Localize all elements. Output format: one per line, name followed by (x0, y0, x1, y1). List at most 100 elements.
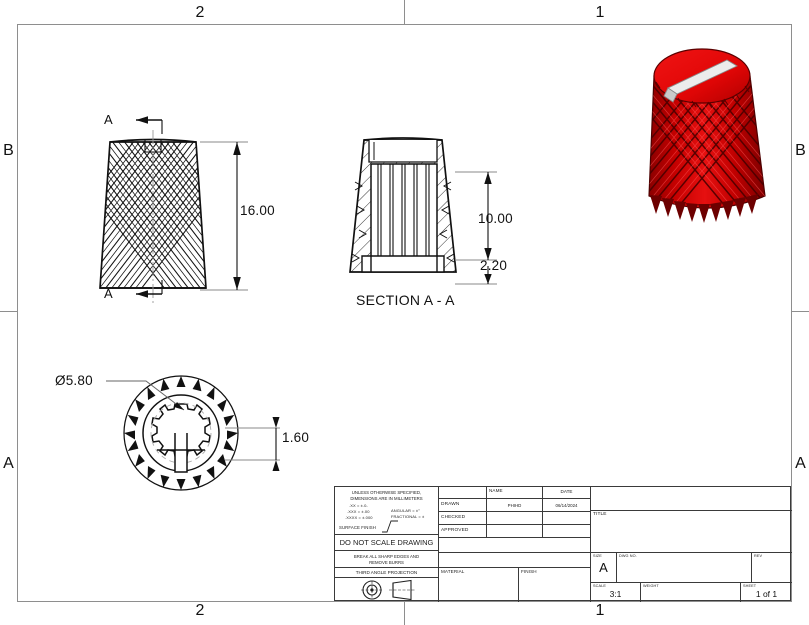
do-not-scale-cell: DO NOT SCALE DRAWING (335, 535, 439, 551)
spare-row-2 (439, 553, 591, 568)
drawing-frame (17, 24, 792, 602)
col-date-label: DATE (560, 489, 573, 494)
zone-tick-left (0, 311, 17, 312)
scale-label: SCALE (593, 584, 606, 588)
projection-symbol-cell (335, 578, 439, 602)
scale-cell: SCALE 3:1 (591, 583, 641, 602)
checked-name-cell[interactable] (487, 512, 543, 525)
checked-date-cell[interactable] (543, 512, 591, 525)
title-block: UNLESS OTHERWISE SPECIFIED, DIMENSIONS A… (334, 486, 792, 602)
projection-label-cell: THIRD ANGLE PROJECTION (335, 568, 439, 578)
iso-bottom-serrations (650, 194, 758, 223)
dimension-height-16 (200, 138, 260, 298)
keyway-slot (174, 433, 188, 473)
section-arrow-label-top: A (104, 112, 113, 127)
row-drawn-label: DRAWN (441, 502, 460, 507)
front-top-notch (144, 140, 162, 153)
surface-finish-symbol (382, 520, 398, 533)
scale-value: 3:1 (609, 589, 622, 599)
title-cell[interactable]: TITLE (591, 511, 792, 553)
top-right-blank-cell (591, 487, 792, 511)
zone-label-left-b: B (3, 142, 14, 159)
dimension-bore-depth-10 (455, 166, 515, 291)
bottom-view (115, 368, 247, 498)
size-label: SIZE (593, 554, 602, 558)
iso-indicator-shadow (663, 87, 678, 103)
tolerance-fractional: FRACTIONAL = ± (391, 514, 425, 519)
dimension-diameter-leader (106, 378, 192, 414)
dwg-no-label: DWG NO. (619, 554, 637, 558)
drawn-date-value: 06/14/2024 (555, 503, 578, 508)
serration-marks (124, 376, 238, 490)
tolerance-note-cell: UNLESS OTHERWISE SPECIFIED, DIMENSIONS A… (335, 487, 439, 535)
dimension-flat-160 (225, 414, 295, 474)
zone-label-right-b: B (795, 142, 806, 159)
knurl-pattern-right (100, 142, 206, 288)
zone-label-top-2: 2 (195, 4, 205, 21)
dimension-height-label: 16.00 (240, 203, 275, 218)
finish-cell[interactable]: FINISH (519, 568, 591, 602)
knurl-secondary-right (100, 142, 206, 288)
weight-cell: WEIGHT (641, 583, 741, 602)
name-header-cell: NAME (487, 487, 543, 499)
section-view (338, 132, 478, 282)
tolerance-xxxx: .XXXX = ±.000 (345, 515, 373, 520)
rev-label: REV (754, 554, 763, 558)
zone-label-left-a: A (3, 455, 14, 472)
zone-tick-top (404, 0, 405, 24)
approved-name-cell[interactable] (487, 525, 543, 538)
tolerance-xxx: .XXX = ±.00 (347, 509, 370, 514)
dimension-counterbore-label: 2.20 (480, 258, 508, 273)
zone-label-top-1: 1 (595, 4, 605, 21)
drawn-name-value: PHIHD (507, 503, 522, 508)
approved-label-cell: APPROVED (439, 525, 487, 538)
bottom-boss-bore (370, 256, 438, 272)
zone-label-right-a: A (795, 455, 806, 472)
col-name-label: NAME (489, 488, 503, 493)
drawn-name-cell[interactable]: PHIHD (487, 499, 543, 512)
drawn-label-cell: DRAWN (439, 499, 487, 512)
finish-label: FINISH (521, 569, 537, 574)
break-edges-line1: BREAK ALL SHARP EDGES AND (353, 554, 420, 559)
spline-lines (377, 164, 430, 270)
dwg-no-cell[interactable]: DWG NO. (617, 553, 752, 583)
sheet-value: 1 of 1 (755, 589, 778, 599)
zone-tick-bottom (404, 602, 405, 625)
drawn-date-cell[interactable]: 06/14/2024 (543, 499, 591, 512)
counterbore-pocket (368, 140, 438, 163)
blank-header-cell (439, 487, 487, 499)
knurl-secondary-left (100, 142, 206, 288)
rev-cell[interactable]: REV (752, 553, 792, 583)
zone-tick-right (792, 311, 809, 312)
dimension-diameter-label: Ø5.80 (55, 373, 93, 388)
row-checked-label: CHECKED (441, 515, 466, 520)
tolerance-note-line2: DIMENSIONS ARE IN MILLIMETERS (350, 496, 423, 501)
third-angle-projection-icon (361, 579, 415, 601)
material-cell[interactable]: MATERIAL (439, 568, 519, 602)
projection-label: THIRD ANGLE PROJECTION (355, 570, 418, 575)
knurl-pattern-left (100, 142, 206, 288)
section-arrow-label-bottom: A (104, 286, 113, 301)
isometric-view (632, 24, 782, 254)
break-edges-line2: REMOVE BURRS (369, 560, 404, 565)
size-cell: SIZE A (591, 553, 617, 583)
bottom-boss (361, 255, 445, 273)
dimension-flat-label: 1.60 (282, 430, 310, 445)
date-header-cell: DATE (543, 487, 591, 499)
section-cut-arrow-bottom (118, 280, 168, 302)
weight-label: WEIGHT (643, 584, 659, 588)
sheet-label: SHEET (743, 584, 757, 588)
surface-finish-label: SURFACE FINISH (339, 525, 376, 530)
approved-date-cell[interactable] (543, 525, 591, 538)
do-not-scale-text: DO NOT SCALE DRAWING (339, 538, 434, 547)
row-approved-label: APPROVED (441, 528, 469, 533)
section-knurl-nicks (351, 181, 455, 263)
section-cut-arrow-top (118, 112, 168, 134)
section-caption: SECTION A - A (356, 292, 455, 308)
size-value: A (599, 560, 608, 575)
sheet-cell: SHEET 1 of 1 (741, 583, 792, 602)
section-top-cap (363, 137, 443, 141)
break-edges-cell: BREAK ALL SHARP EDGES AND REMOVE BURRS (335, 551, 439, 568)
zone-label-bottom-2: 2 (195, 602, 205, 619)
